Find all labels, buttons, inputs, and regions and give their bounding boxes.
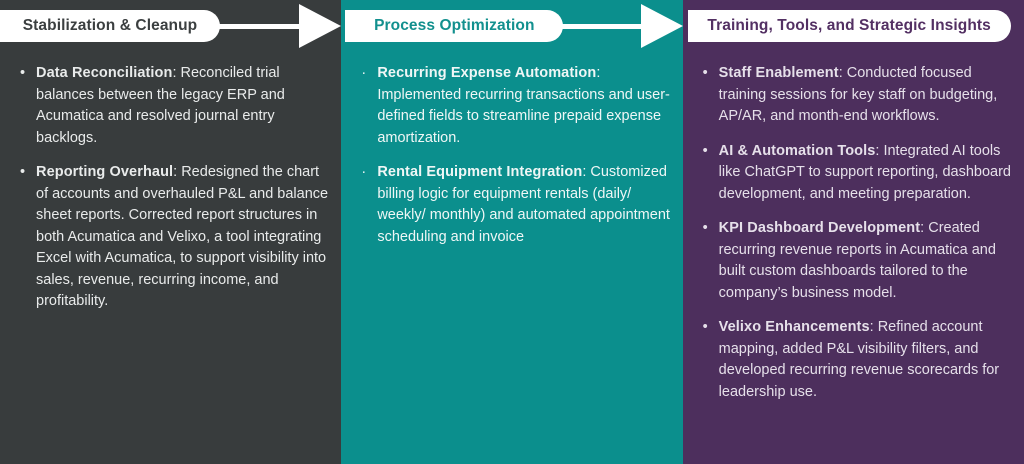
item-text: : Redesigned the chart of accounts and o… (36, 164, 329, 309)
flow-arrow-icon (341, 0, 683, 52)
stage-title: Training, Tools, and Strategic Insights (707, 17, 991, 34)
item-text: : Customized billing logic for equipment… (377, 164, 670, 245)
column-training-tools-insights: Training, Tools, and Strategic Insights … (682, 0, 1024, 464)
item-text: : Integrated AI tools like ChatGPT to su… (718, 142, 1011, 202)
bullet-icon: • (702, 65, 708, 81)
item-paragraph: Velixo Enhancements: Refined account map… (719, 317, 1014, 403)
list-item: · Recurring Expense Automation: Implemen… (361, 63, 672, 149)
arrow-head (299, 4, 342, 48)
item-title: Recurring Expense Automation (377, 65, 597, 81)
bullet-icon: • (20, 164, 26, 180)
list-item: • Staff Enablement: Conducted focused tr… (703, 63, 1014, 128)
arrow-head (640, 4, 683, 48)
item-paragraph: AI & Automation Tools: Integrated AI too… (719, 141, 1014, 206)
stage-title: Process Optimization (374, 17, 535, 34)
list-item: • Velixo Enhancements: Refined account m… (703, 317, 1014, 403)
list-item: • Reporting Overhaul: Redesigned the cha… (20, 162, 331, 313)
item-title: Staff Enablement (718, 65, 839, 81)
bullet-icon: • (702, 142, 708, 159)
bullet-icon: · (361, 164, 367, 180)
column-process-optimization: Process Optimization · Recurring Expense… (341, 0, 683, 464)
item-title: Rental Equipment Integration (377, 164, 583, 180)
item-title: KPI Dashboard Development (718, 220, 921, 236)
stage-header-pill: Process Optimization (345, 10, 564, 42)
item-paragraph: Rental Equipment Integration: Customized… (377, 162, 672, 248)
arrow-stem (561, 24, 644, 29)
bullet-icon: · (361, 65, 367, 81)
item-paragraph: Recurring Expense Automation: Implemente… (377, 63, 672, 149)
stage-details: • Data Reconciliation: Reconciled trial … (0, 63, 341, 464)
list-item: • KPI Dashboard Development: Created rec… (703, 218, 1014, 304)
item-text: : Conducted focused training sessions fo… (718, 65, 998, 124)
item-paragraph: Staff Enablement: Conducted focused trai… (719, 63, 1014, 128)
item-paragraph: Reporting Overhaul: Redesigned the chart… (36, 162, 331, 313)
item-text: : Refined account mapping, added P&L vis… (718, 319, 1000, 400)
bullet-icon: • (20, 65, 26, 81)
item-title: AI & Automation Tools (718, 142, 876, 159)
item-title: Velixo Enhancements (718, 319, 870, 335)
item-paragraph: Data Reconciliation: Reconciled trial ba… (36, 63, 331, 149)
stage-header-pill: Stabilization & Cleanup (0, 10, 220, 42)
stage-title: Stabilization & Cleanup (22, 17, 198, 34)
item-title: Reporting Overhaul (36, 164, 174, 180)
arrow-stem (216, 24, 302, 29)
bullet-icon: • (702, 319, 708, 335)
item-text: : Created recurring revenue reports in A… (718, 220, 996, 301)
item-text: : Reconciled trial balances between the … (36, 65, 285, 146)
item-title: Data Reconciliation (36, 65, 173, 81)
stage-header-pill: Training, Tools, and Strategic Insights (687, 10, 1011, 42)
item-text: : Implemented recurring transactions and… (377, 65, 670, 146)
list-item: • AI & Automation Tools: Integrated AI t… (703, 141, 1014, 206)
list-item: · Rental Equipment Integration: Customiz… (361, 162, 672, 248)
bullet-icon: • (702, 220, 708, 236)
column-stabilization-cleanup: Stabilization & Cleanup • Data Reconcili… (0, 0, 342, 464)
flow-arrow-icon (0, 0, 342, 52)
stage-details: · Recurring Expense Automation: Implemen… (341, 63, 682, 464)
list-item: • Data Reconciliation: Reconciled trial … (20, 63, 331, 149)
stage-details: • Staff Enablement: Conducted focused tr… (683, 63, 1024, 464)
item-paragraph: KPI Dashboard Development: Created recur… (719, 218, 1014, 304)
